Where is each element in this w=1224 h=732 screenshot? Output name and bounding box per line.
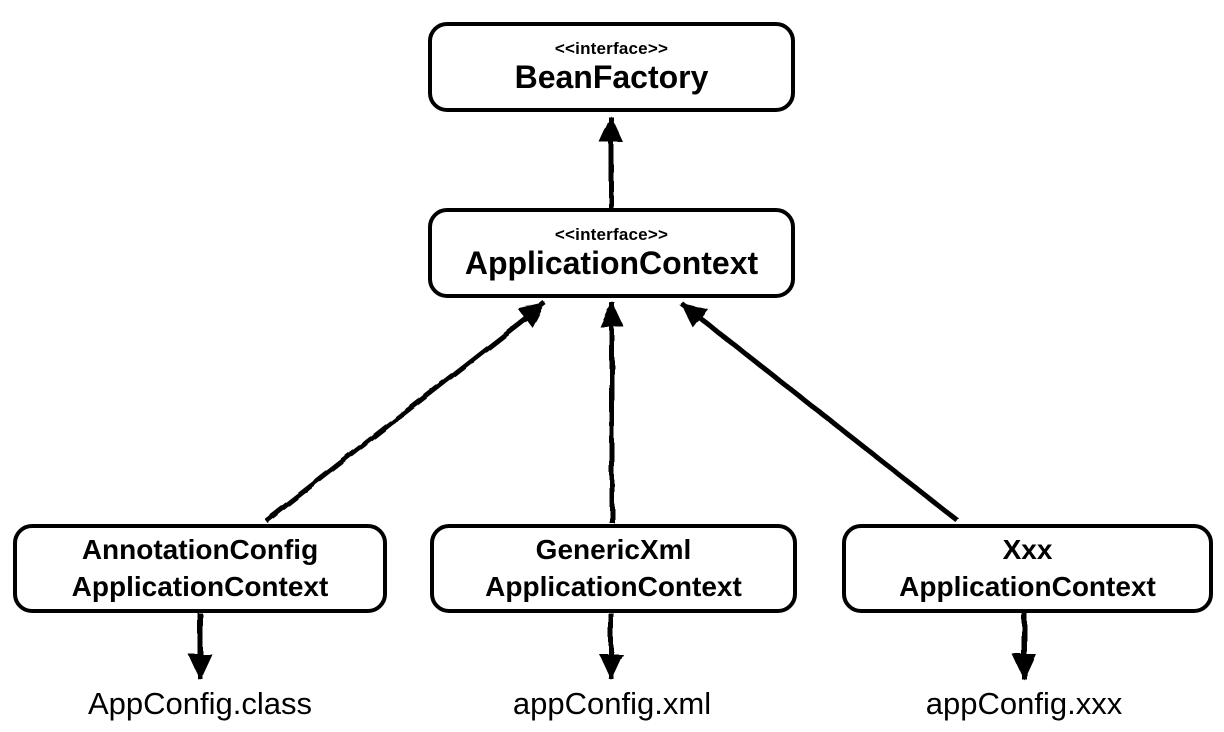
applicationcontext-name-label: ApplicationContext [464, 245, 759, 282]
xxx-name-line1: Xxx [1002, 533, 1053, 565]
annotationconfig-name-line1: AnnotationConfig [81, 533, 319, 565]
inheritance-arrow-xxx-to-applicationcontext [679, 301, 960, 523]
annotationconfig-name-line2: ApplicationContext [71, 570, 329, 602]
inheritance-arrow-annotationconfig-to-applicationcontext [264, 301, 547, 523]
class-box-applicationcontext: <<interface>> ApplicationContext [428, 208, 795, 298]
beanfactory-name-label: BeanFactory [514, 59, 709, 96]
class-box-beanfactory: <<interface>> BeanFactory [428, 22, 795, 112]
class-box-genericxml-applicationcontext: GenericXml ApplicationContext [430, 524, 797, 613]
artifact-label-appconfig-xxx: appConfig.xxx [925, 686, 1123, 721]
artifact-label-appconfig-xml: appConfig.xml [512, 686, 712, 721]
genericxml-name-line1: GenericXml [535, 533, 692, 565]
artifact-label-appconfig-class: AppConfig.class [87, 686, 312, 721]
class-box-annotationconfig-applicationcontext: AnnotationConfig ApplicationContext [13, 524, 387, 613]
xxx-name-line2: ApplicationContext [899, 570, 1156, 602]
beanfactory-stereotype-label: <<interface>> [554, 38, 669, 58]
class-box-xxx-applicationcontext: Xxx ApplicationContext [842, 524, 1213, 613]
genericxml-name-line2: ApplicationContext [485, 570, 742, 602]
applicationcontext-stereotype-label: <<interface>> [554, 224, 669, 244]
